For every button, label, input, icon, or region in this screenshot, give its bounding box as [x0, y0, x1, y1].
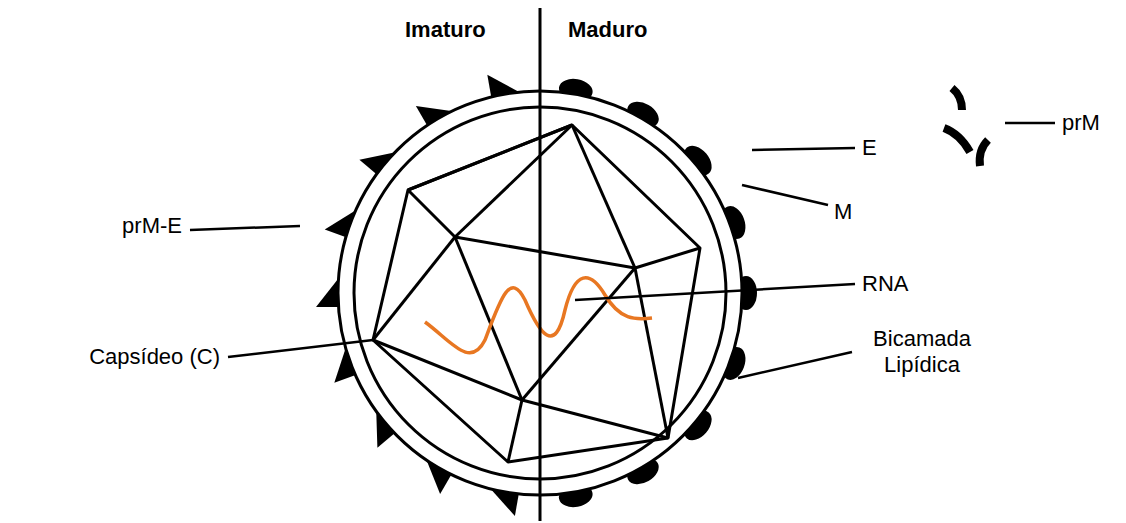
capsid-icosahedron — [373, 125, 700, 462]
part-label: Bicamada Lipídica — [852, 326, 992, 379]
part-label: Capsídeo (C) — [89, 344, 220, 370]
part-label: M — [834, 199, 852, 225]
part-label: prM — [1062, 110, 1100, 136]
part-label: E — [862, 135, 877, 161]
prm-e-spike — [316, 279, 338, 307]
part-label: RNA — [862, 271, 908, 297]
envelope-spikes — [316, 75, 757, 516]
part-label: prM-E — [122, 213, 182, 239]
section-title: Maduro — [568, 17, 647, 43]
section-title: Imaturo — [405, 17, 486, 43]
leader-lines — [190, 123, 1055, 378]
prm-fragments — [944, 88, 988, 166]
divider-line — [539, 8, 542, 521]
